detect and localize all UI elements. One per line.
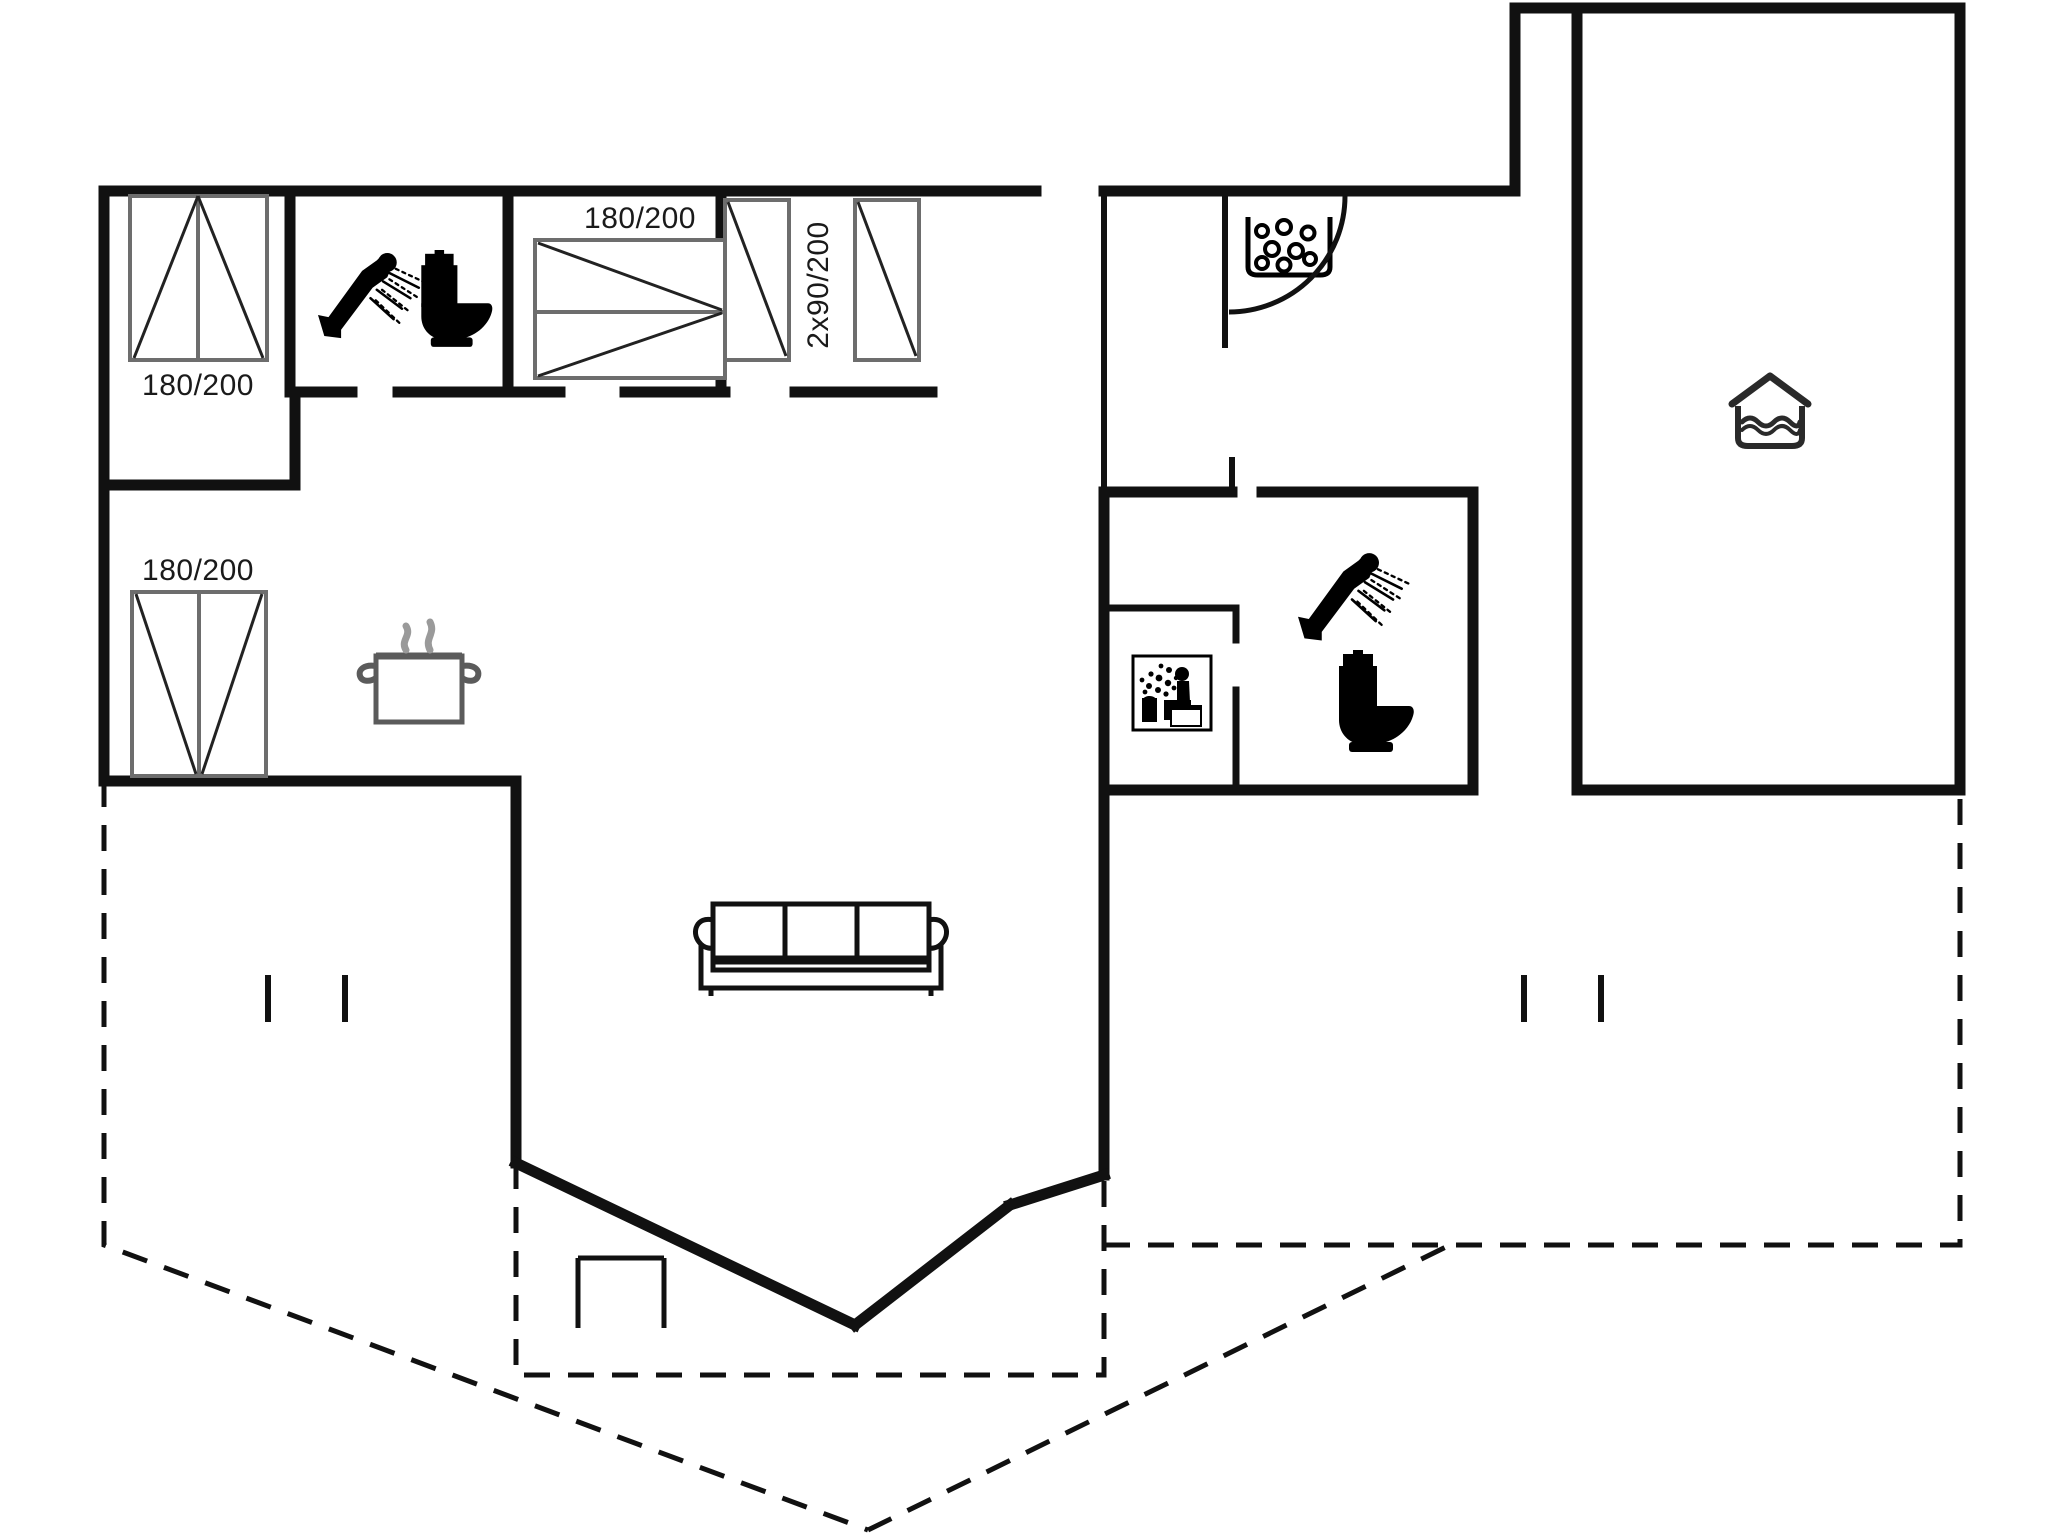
- bedroom-middle: 180/200: [533, 202, 727, 380]
- structural-walls: [98, 2, 1966, 1333]
- bathroom-top-left: [316, 250, 493, 347]
- bedroom-left-top-label: 180/200: [142, 369, 254, 402]
- step-icon: [575, 1255, 667, 1328]
- bed-left-top: [128, 194, 269, 362]
- dishwasher-icon: [1248, 217, 1330, 275]
- sofa-icon: [695, 904, 946, 996]
- bedroom-left-bottom-label: 180/200: [142, 554, 254, 587]
- bathroom-main: [1296, 551, 1414, 752]
- utility-top-right: [1228, 195, 1348, 315]
- terrace-right-outline-top: [1104, 790, 1963, 1248]
- bed-middle: [533, 238, 727, 380]
- wall-living-angle-right2: [1003, 1168, 1111, 1212]
- door-swing-arc-icon: [1228, 195, 1348, 315]
- bedroom-middle-label: 180/200: [584, 202, 696, 235]
- terrace-middle-outline: [513, 1163, 1107, 1378]
- shower-icon: [316, 251, 429, 340]
- shower-icon: [1296, 551, 1412, 642]
- bedroom-right: 2x90/200: [723, 198, 921, 362]
- bedroom-left-top: 180/200: [128, 194, 269, 402]
- terrace-door-ticks: [265, 975, 1604, 1022]
- pool-icon: [1732, 376, 1808, 446]
- bedroom-left-bottom: 180/200: [130, 554, 268, 778]
- cooking-pot-icon: [360, 622, 479, 722]
- sauna-icon: [1131, 654, 1213, 732]
- wall-living-angle-left: [508, 1155, 863, 1333]
- toilet-icon: [1339, 650, 1414, 752]
- bed-right-a: [723, 198, 791, 362]
- terrace-right-outline-diag: [866, 1242, 1452, 1533]
- bed-right-b: [853, 198, 921, 362]
- bedroom-right-label: 2x90/200: [802, 221, 835, 348]
- terrace-outlines: [101, 781, 1963, 1533]
- toilet-icon: [421, 250, 493, 347]
- bed-left-bottom: [130, 590, 268, 778]
- terrace-left-outline: [101, 781, 869, 1533]
- wall-living-angle-right: [847, 1197, 1018, 1333]
